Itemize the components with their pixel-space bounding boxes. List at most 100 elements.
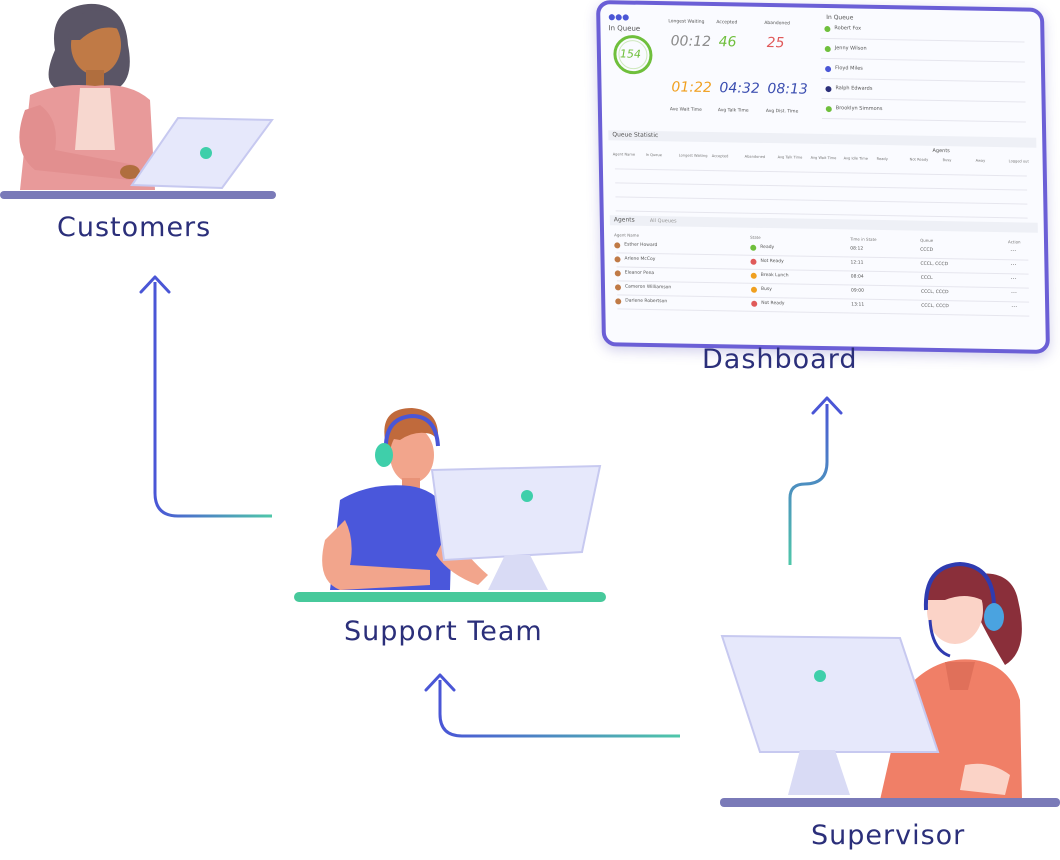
stat-label: Abandoned <box>764 20 791 27</box>
agent-time: 13:11 <box>851 302 865 308</box>
stat-value: 01:22 <box>671 79 712 97</box>
queue-person-avatar <box>824 46 831 53</box>
queue-statistic-agents-label: Agents <box>932 147 950 155</box>
agent-action-icon[interactable]: ⋯ <box>1011 303 1018 311</box>
queue-person-avatar <box>825 66 832 73</box>
agent-avatar <box>615 298 622 305</box>
agent-action-icon[interactable]: ⋯ <box>1010 261 1017 269</box>
queue-person-avatar <box>824 25 831 33</box>
queue-statistic-header: Agent Name <box>612 152 636 157</box>
agent-avatar <box>614 270 621 277</box>
arrowhead-support <box>424 673 456 692</box>
in-queue-ring <box>613 35 653 75</box>
supervisor-monitor-icon <box>720 634 940 753</box>
arrow-support-to-customers <box>153 282 272 518</box>
stat-label: Longest Waiting <box>668 19 705 25</box>
stat-value: 25 <box>766 34 785 52</box>
label-supervisor: Supervisor <box>811 820 966 851</box>
agent-state: Not Ready <box>760 258 784 265</box>
arrow-supervisor-to-dashboard <box>788 404 829 565</box>
queue-person-name: Robert Fox <box>834 25 862 32</box>
supervisor-desk <box>720 798 1060 807</box>
queue-person-avatar <box>825 86 832 93</box>
queue-statistic-header: Avg Wait Time <box>810 155 837 161</box>
agent-avatar <box>614 242 621 249</box>
queue-statistic-header: In Queue <box>645 152 663 158</box>
agent-state: Break Lunch <box>760 272 789 279</box>
stat-value: 04:32 <box>719 80 760 97</box>
in-queue-count: 154 <box>619 47 642 61</box>
agents-header: Agent Name <box>614 232 640 238</box>
queue-statistic-header: Avg Idle Time <box>843 156 868 161</box>
supervisor-headset-icon <box>984 603 1004 631</box>
support-desk <box>294 592 606 602</box>
queue-statistic-header: Busy <box>942 158 952 163</box>
monitor-icon <box>430 464 602 562</box>
agents-title: Agents <box>613 216 635 224</box>
queue-person-avatar <box>825 106 832 113</box>
agent-queue: CCCD <box>920 247 934 253</box>
queue-statistic-header: Logged out <box>1008 159 1029 164</box>
agent-state: Busy <box>760 286 772 293</box>
agent-queue: CCCL, CCCD <box>920 289 949 296</box>
queue-person-name: Ralph Edwards <box>835 85 873 92</box>
queue-statistic-title: Queue Statistic <box>612 131 659 140</box>
agent-action-icon[interactable]: ⋯ <box>1010 247 1017 255</box>
stat-value: 46 <box>718 34 737 51</box>
queue-statistic-header: Abandoned <box>744 154 766 159</box>
stat-label: Ave Wait Time <box>669 107 702 113</box>
agents-header: State <box>750 234 761 240</box>
stat-value: 08:13 <box>767 81 808 98</box>
agent-state: Ready <box>760 244 775 251</box>
agents-filter[interactable]: All Queues <box>649 217 677 225</box>
agent-avatar <box>614 284 622 291</box>
monitor-dot-icon <box>521 490 533 502</box>
queue-person-name: Floyd Miles <box>835 65 863 72</box>
arrowhead-dashboard <box>811 396 843 415</box>
agent-state-icon <box>750 272 757 279</box>
agent-name: Darlene Robertson <box>625 298 668 305</box>
label-dashboard: Dashboard <box>702 344 858 375</box>
queue-person-name: Brooklyn Simmons <box>835 105 883 113</box>
agent-state-icon <box>751 300 758 307</box>
stat-value: 00:12 <box>670 33 712 51</box>
queue-statistic-header: Away <box>975 158 986 163</box>
label-customers: Customers <box>57 212 212 243</box>
customer-desk <box>0 191 276 199</box>
agent-action-icon[interactable]: ⋯ <box>1010 275 1017 283</box>
agent-avatar <box>614 256 621 263</box>
agent-queue: CCCL <box>920 275 933 281</box>
agent-name: Cameron Williamson <box>624 284 672 291</box>
agent-queue: CCCL, CCCD <box>921 303 949 310</box>
agents-header: Queue <box>920 237 934 243</box>
agent-time: 12:11 <box>850 260 864 266</box>
stat-label: Avg Talk Time <box>717 108 749 114</box>
queue-statistic-header: Longest Waiting <box>678 153 708 158</box>
agent-state-icon <box>750 258 757 265</box>
agent-action-icon[interactable]: ⋯ <box>1010 289 1017 297</box>
agent-name: Esther Howard <box>624 242 658 249</box>
agent-name: Eleanor Pena <box>624 270 655 277</box>
supervisor-monitor-dot-icon <box>814 670 826 682</box>
agent-time: 08:12 <box>850 246 864 252</box>
agent-state: Not Ready <box>761 300 785 307</box>
agent-time: 08:04 <box>850 274 864 280</box>
queue-statistic-header: Avg Talk Time <box>777 155 803 160</box>
dashboard-logo-icon: ●●● <box>608 12 630 22</box>
headset-icon <box>375 443 393 467</box>
queue-statistic-header: Not Ready <box>909 157 929 162</box>
agent-state-icon <box>750 244 757 251</box>
label-support-team: Support Team <box>344 616 543 647</box>
queue-person-name: Jenny Wilson <box>834 45 867 52</box>
agents-header: Time in State <box>850 236 877 242</box>
queue-statistic-header: Ready <box>876 156 888 162</box>
laptop-dot-icon <box>200 147 212 159</box>
agents-header: Action <box>1007 239 1021 245</box>
agent-queue: CCCL, CCCD <box>920 261 949 268</box>
queue-statistic-header: Accepted <box>711 154 729 159</box>
